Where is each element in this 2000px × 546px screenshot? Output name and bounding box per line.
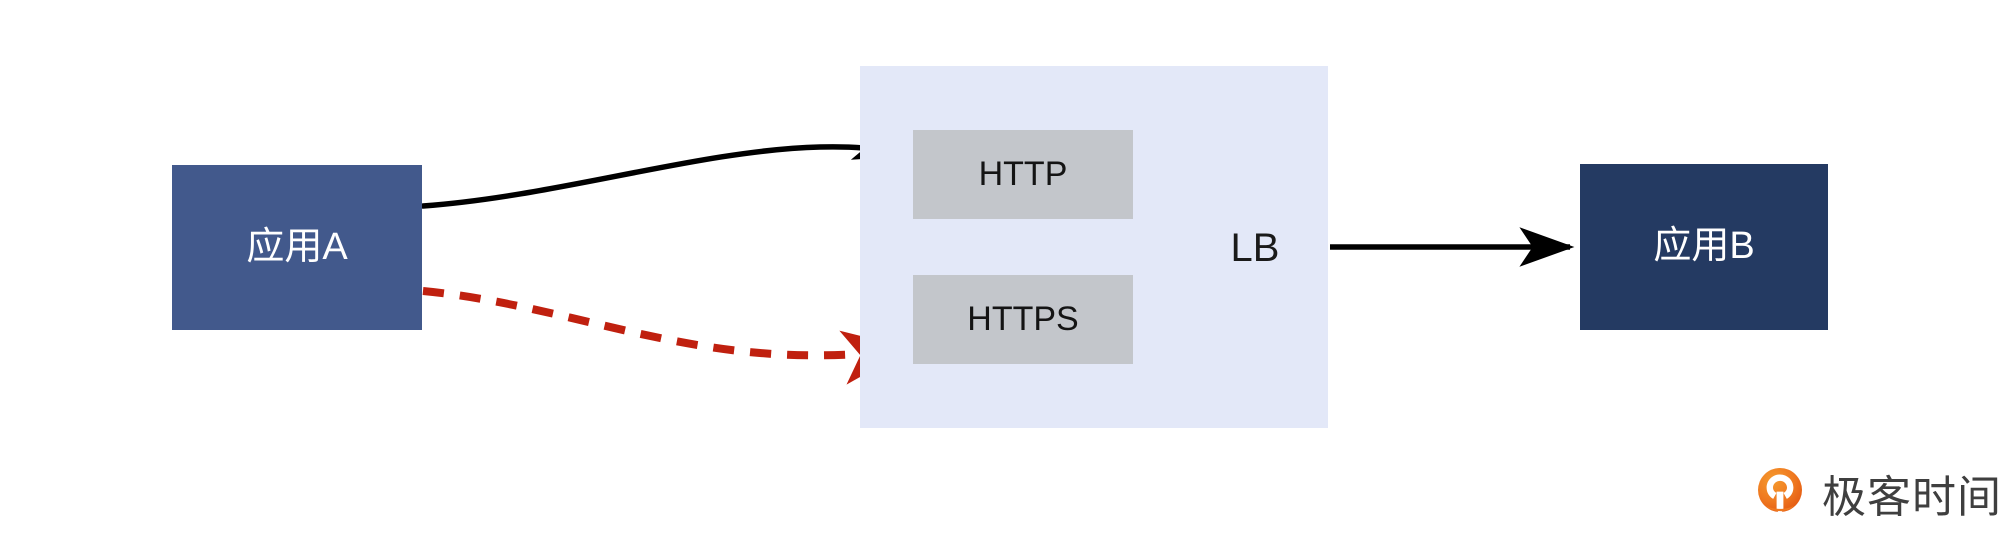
lb-label: LB — [1230, 225, 1280, 270]
lb-protocol-https[interactable]: HTTPS — [913, 275, 1133, 364]
edge-app-a-to-http — [420, 121, 910, 209]
brand-name: 极客时间 — [1822, 472, 2000, 523]
brand-logo: 极客时间 — [1752, 462, 2000, 524]
node-app-a[interactable]: 应用A — [172, 165, 422, 330]
node-app-b[interactable]: 应用B — [1580, 164, 1828, 330]
lb-container[interactable] — [860, 66, 1328, 428]
geektime-logo-icon — [1752, 465, 1808, 521]
lb-protocol-http[interactable]: HTTP — [913, 130, 1133, 219]
edge-app-a-to-https — [422, 287, 912, 385]
